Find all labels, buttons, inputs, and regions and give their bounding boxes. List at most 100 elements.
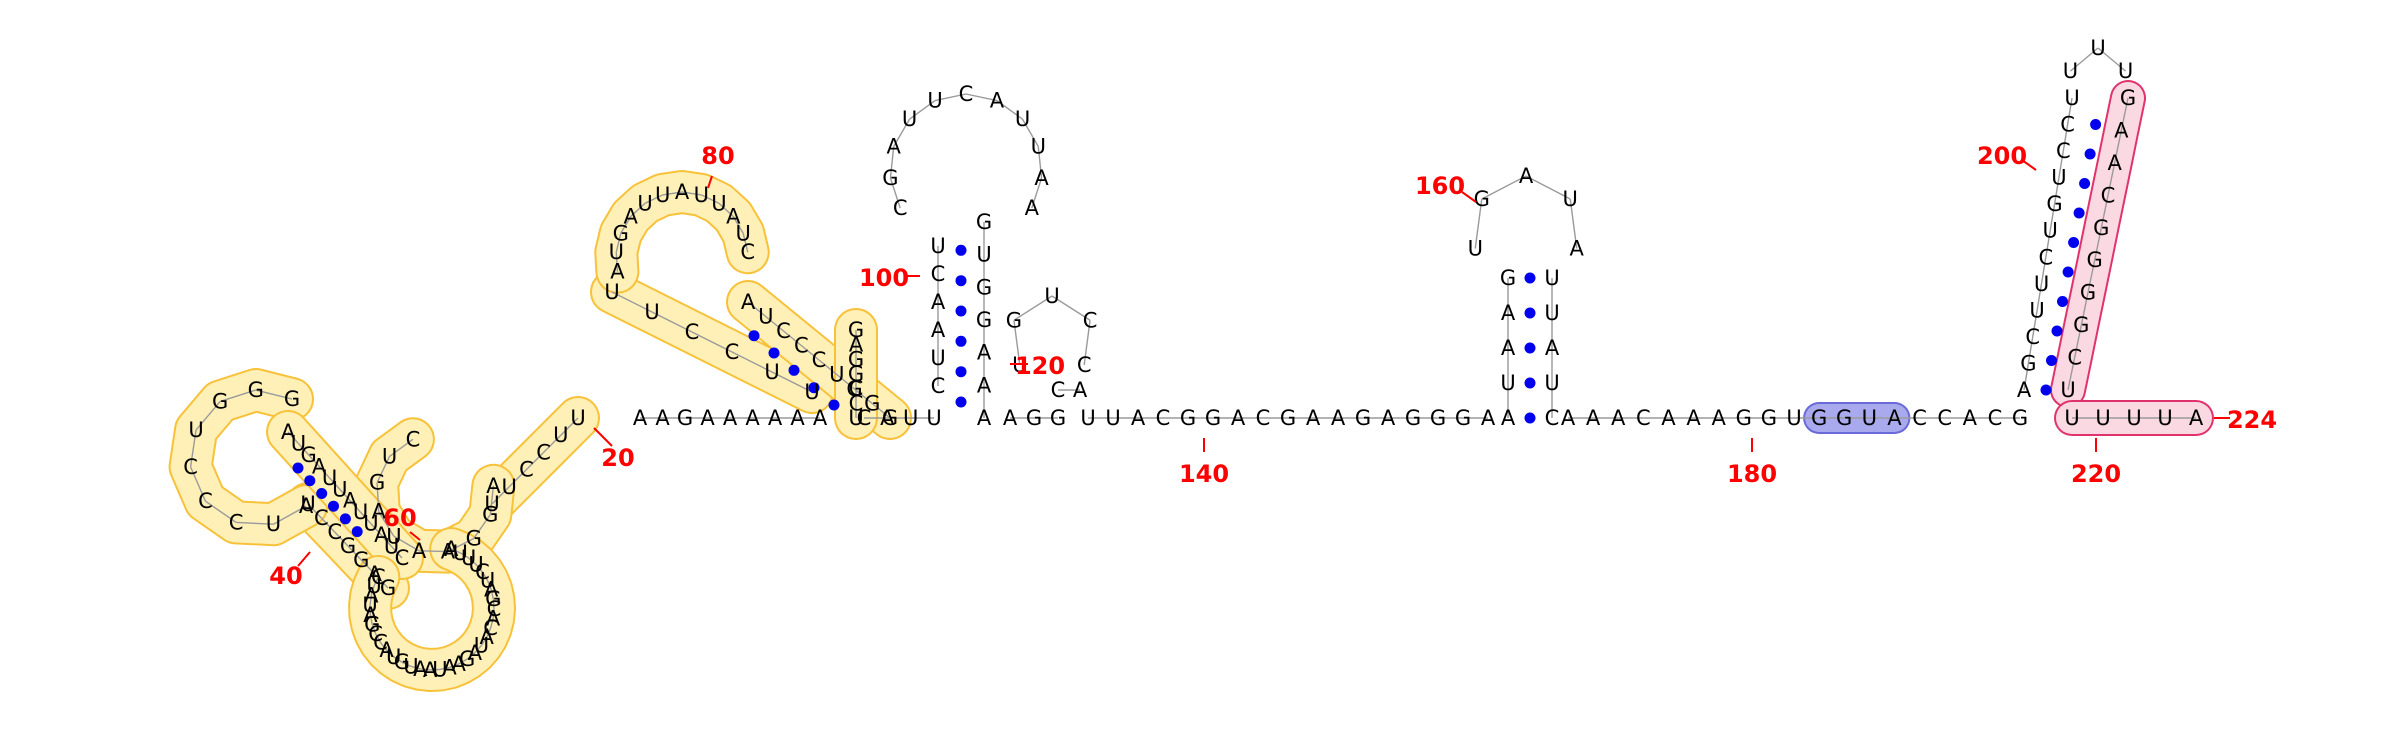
base-pair-dot bbox=[749, 330, 760, 341]
nucleotide: G bbox=[2093, 216, 2109, 240]
base-pair-dot bbox=[2079, 178, 2090, 189]
nucleotide: A bbox=[931, 290, 946, 314]
base-pair-dot bbox=[2090, 119, 2101, 130]
nucleotide: U bbox=[1500, 371, 1515, 395]
nucleotide: C bbox=[229, 510, 244, 534]
nucleotide: C bbox=[812, 348, 827, 372]
nucleotide: C bbox=[406, 427, 421, 451]
nucleotide: U bbox=[2064, 406, 2079, 430]
nucleotide: U bbox=[1563, 187, 1578, 211]
nucleotide: U bbox=[637, 191, 652, 215]
nucleotide: U bbox=[570, 406, 585, 430]
nucleotide: C bbox=[2101, 183, 2116, 207]
nucleotide: A bbox=[1003, 406, 1018, 430]
nucleotide: G bbox=[1280, 406, 1296, 430]
nucleotide: C bbox=[725, 340, 740, 364]
base-pair-dot bbox=[956, 306, 967, 317]
nucleotide: G bbox=[1811, 406, 1827, 430]
nucleotide: G bbox=[1180, 406, 1196, 430]
nucleotide: G bbox=[1006, 308, 1022, 332]
nucleotide: A bbox=[1611, 406, 1626, 430]
nucleotide: G bbox=[2020, 352, 2036, 376]
base-pair-dot bbox=[2041, 385, 2052, 396]
nucleotide: U bbox=[1031, 135, 1046, 159]
nucleotide: C bbox=[1988, 406, 2003, 430]
base-pair-dot bbox=[2085, 149, 2096, 160]
nucleotide: U bbox=[2060, 378, 2075, 402]
nucleotide: U bbox=[2063, 59, 2078, 83]
base-pair-dot bbox=[769, 348, 780, 359]
nucleotide: G bbox=[882, 166, 898, 190]
nucleotide: U bbox=[903, 406, 918, 430]
base-pair-dot bbox=[956, 245, 967, 256]
nucleotide: G bbox=[1026, 406, 1042, 430]
nucleotide: A bbox=[675, 180, 690, 204]
position-number-220: 220 bbox=[2071, 460, 2121, 488]
nucleotide: A bbox=[1570, 237, 1585, 261]
nucleotide: U bbox=[1544, 301, 1559, 325]
nucleotide: G bbox=[2080, 281, 2096, 305]
nucleotide: C bbox=[857, 406, 872, 430]
nucleotide: U bbox=[266, 512, 281, 536]
nucleotide: U bbox=[927, 89, 942, 113]
nucleotide: A bbox=[887, 135, 902, 159]
nucleotide: G bbox=[976, 275, 992, 299]
nucleotide: C bbox=[2067, 346, 2082, 370]
nucleotide: G bbox=[1474, 187, 1490, 211]
position-number-180: 180 bbox=[1727, 460, 1777, 488]
nucleotide: A bbox=[1073, 378, 1088, 402]
base-pair-dot bbox=[2063, 267, 2074, 278]
nucleotide: A bbox=[768, 406, 783, 430]
nucleotide: A bbox=[1034, 166, 1049, 190]
nucleotide: G bbox=[284, 387, 300, 411]
base-pair-dot bbox=[956, 275, 967, 286]
nucleotide: A bbox=[2189, 406, 2204, 430]
position-number-120: 120 bbox=[1015, 352, 1065, 380]
nucleotide: A bbox=[1306, 406, 1321, 430]
base-pair-dot bbox=[1525, 413, 1536, 424]
nucleotide: U bbox=[1862, 406, 1877, 430]
nucleotide: A bbox=[633, 406, 648, 430]
position-number-224: 224 bbox=[2227, 406, 2277, 434]
base-pair-dot bbox=[2074, 208, 2085, 219]
nucleotide: U bbox=[926, 406, 941, 430]
base-pair-dot bbox=[328, 501, 339, 512]
nucleotide: A bbox=[2017, 378, 2032, 402]
nucleotide: A bbox=[1545, 336, 1560, 360]
base-pair-dot bbox=[2057, 296, 2068, 307]
nucleotide: U bbox=[1080, 406, 1095, 430]
nucleotide: A bbox=[977, 406, 992, 430]
base-pair-dot bbox=[1525, 343, 1536, 354]
nucleotide: G bbox=[677, 406, 693, 430]
nucleotide: G bbox=[340, 534, 356, 558]
nucleotide: A bbox=[723, 406, 738, 430]
nucleotide: A bbox=[1231, 406, 1246, 430]
nucleotide: G bbox=[1761, 406, 1777, 430]
nucleotide: C bbox=[1083, 308, 1098, 332]
nucleotide: A bbox=[624, 205, 639, 229]
nucleotide: C bbox=[1051, 378, 1066, 402]
nucleotide: U bbox=[930, 234, 945, 258]
nucleotide: A bbox=[1501, 406, 1516, 430]
nucleotide: A bbox=[2108, 151, 2123, 175]
nucleotide: C bbox=[371, 565, 386, 589]
nucleotide: A bbox=[1381, 406, 1396, 430]
base-pair-dot bbox=[2046, 355, 2057, 366]
nucleotide: U bbox=[2126, 406, 2141, 430]
nucleotide: U bbox=[2029, 298, 2044, 322]
nucleotide: C bbox=[1937, 406, 1952, 430]
nucleotide: A bbox=[1586, 406, 1601, 430]
nucleotide: U bbox=[188, 418, 203, 442]
nucleotide: G bbox=[976, 210, 992, 234]
nucleotide: A bbox=[977, 373, 992, 397]
nucleotide: U bbox=[2051, 166, 2066, 190]
nucleotide: C bbox=[1545, 406, 1560, 430]
nucleotide: C bbox=[1256, 406, 1271, 430]
nucleotide: A bbox=[2114, 118, 2129, 142]
nucleotide: G bbox=[482, 503, 498, 527]
nucleotide: G bbox=[1405, 406, 1421, 430]
base-pair-dot bbox=[956, 397, 967, 408]
nucleotide: U bbox=[553, 423, 568, 447]
